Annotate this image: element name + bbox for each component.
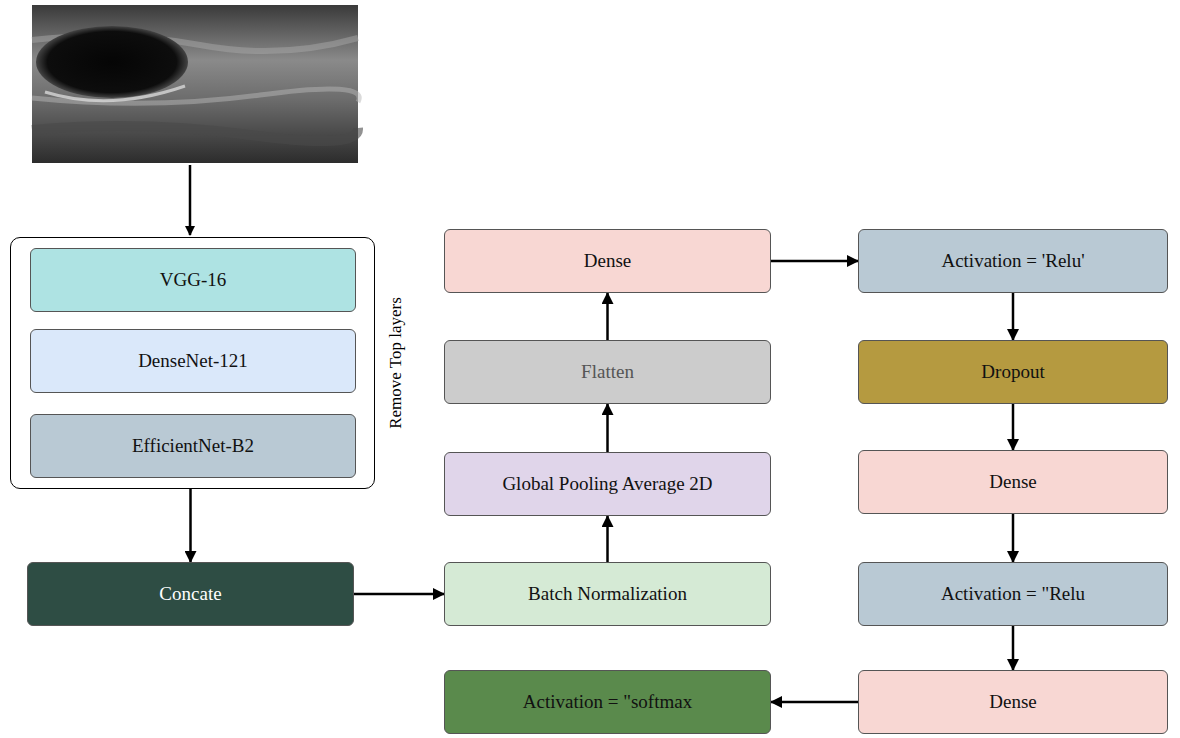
- box-label: Dense: [989, 471, 1036, 493]
- backbone-group: Remove Top layersVGG-16DenseNet-121Effic…: [10, 237, 375, 489]
- flow-arrow: [771, 260, 858, 263]
- tissue-band: [32, 126, 358, 141]
- dense-box: Dense: [858, 450, 1168, 514]
- flow-arrow: [1012, 404, 1015, 450]
- output-box: Activation = "softmax: [444, 670, 771, 734]
- flow-arrow: [354, 593, 444, 596]
- activation-box: Activation = 'Relu': [858, 229, 1168, 293]
- box-label: Activation = 'Relu': [941, 250, 1084, 272]
- backbone-box: EfficientNet-B2: [30, 414, 356, 478]
- posterior-enhancement: [45, 86, 185, 101]
- box-label: VGG-16: [160, 269, 227, 291]
- flow-arrow: [606, 404, 609, 452]
- box-label: Dense: [989, 691, 1036, 713]
- box-label: Dropout: [981, 361, 1044, 383]
- flow-arrow: [1012, 293, 1015, 340]
- activation-box: Activation = "Relu: [858, 562, 1168, 626]
- backbone-box: VGG-16: [30, 248, 356, 312]
- concat-box: Concate: [27, 562, 354, 626]
- box-label: Flatten: [581, 361, 634, 383]
- ultrasound-image: [32, 5, 358, 163]
- flow-arrow: [771, 701, 858, 704]
- cyst-region: [36, 26, 188, 98]
- box-label: Activation = "softmax: [523, 691, 692, 713]
- flow-arrow: [189, 489, 192, 562]
- flow-arrow: [1012, 626, 1015, 670]
- dense-box: Dense: [444, 229, 771, 293]
- flow-arrow: [1012, 514, 1015, 562]
- box-label: Batch Normalization: [528, 583, 687, 605]
- box-label: Global Pooling Average 2D: [502, 473, 712, 495]
- side-label: Remove Top layers: [386, 297, 406, 429]
- box-label: DenseNet-121: [138, 350, 248, 372]
- dense-box: Dense: [858, 670, 1168, 734]
- layer-box: Global Pooling Average 2D: [444, 452, 771, 516]
- flow-arrow: [189, 165, 192, 235]
- flow-arrow: [606, 516, 609, 562]
- box-label: EfficientNet-B2: [132, 435, 254, 457]
- layer-box: Batch Normalization: [444, 562, 771, 626]
- layer-box: Flatten: [444, 340, 771, 404]
- box-label: Concate: [159, 583, 221, 605]
- flow-arrow: [606, 293, 609, 340]
- dropout-box: Dropout: [858, 340, 1168, 404]
- box-label: Activation = "Relu: [941, 583, 1085, 605]
- backbone-box: DenseNet-121: [30, 329, 356, 393]
- box-label: Dense: [584, 250, 631, 272]
